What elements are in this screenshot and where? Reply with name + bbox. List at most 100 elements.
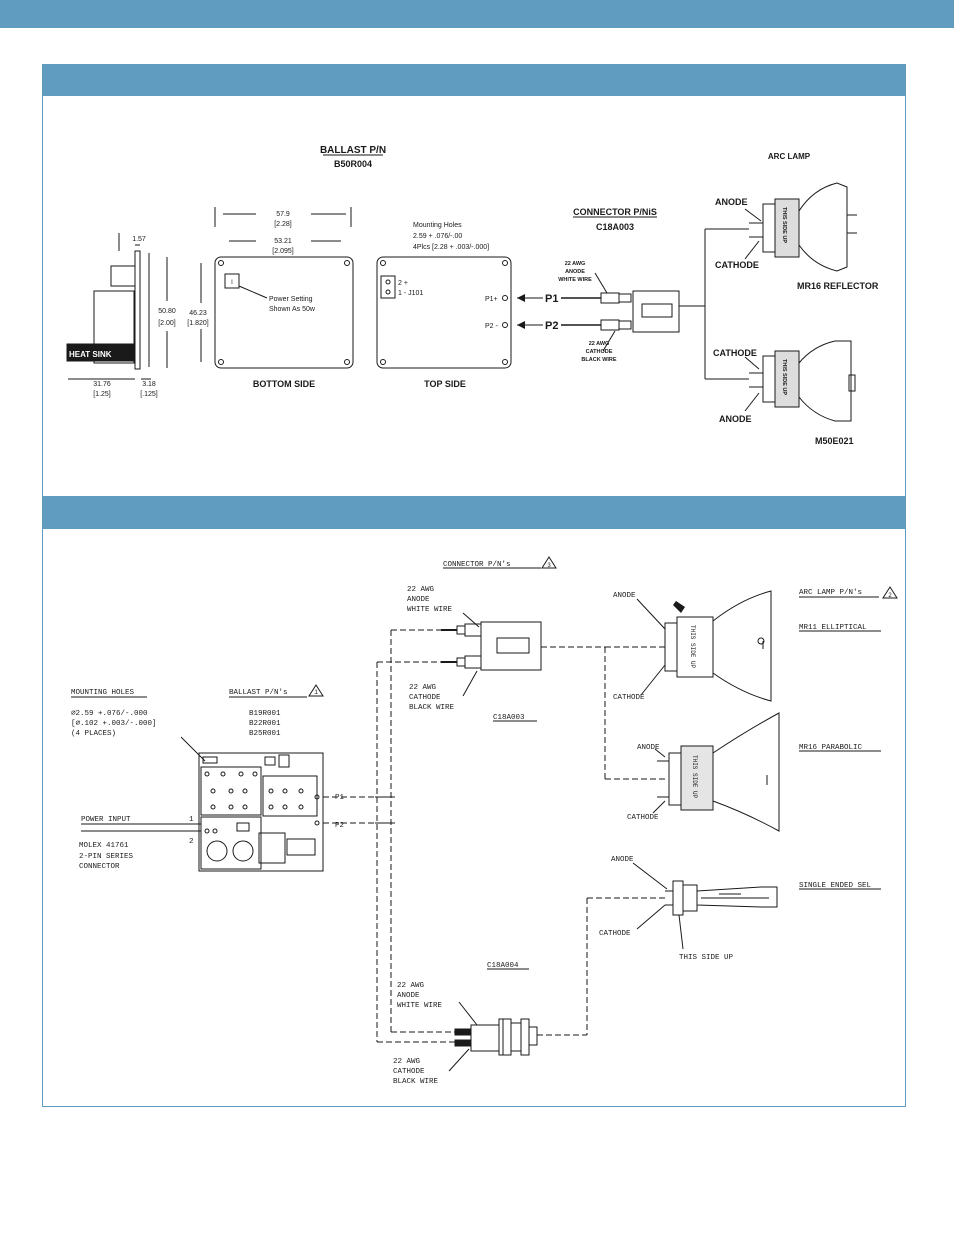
p1-label: P1 (545, 293, 558, 305)
single-this-side-up: THIS SIDE UP (679, 954, 734, 962)
black-wire-label: BLACK WIRE (581, 357, 616, 363)
white-wire-label: WHITE WIRE (558, 277, 592, 283)
top-side-label: TOP SIDE (424, 379, 466, 389)
connector-c18a003 (441, 621, 542, 671)
mr11-cathode-label: CATHODE (613, 694, 645, 702)
dim-width-inner: 53.21 (274, 238, 292, 245)
connector-c18a004 (454, 1018, 538, 1056)
mounting-holes-line-2: 2.59 + .076/-.00 (413, 233, 462, 240)
connector-pn: C18A003 (596, 222, 634, 232)
ballast-b50r004-diagram: BALLAST P/N B50R004 ARC LAMP CONNECTOR P… (66, 145, 879, 446)
m50-anode-label: ANODE (719, 414, 752, 424)
mr16-reflector-lamp (744, 182, 857, 272)
power-setting-box (224, 273, 240, 289)
c18a004-label: C18A004 (487, 962, 519, 970)
ballast-title: BALLAST P/N (320, 145, 386, 156)
connector-title: CONNECTOR P/NiS (573, 207, 657, 217)
power-setting-line-2: Shown As 50w (269, 306, 316, 313)
white-wire-awg: 22 AWG (565, 261, 586, 267)
ballast-pn-1: B19R001 (249, 710, 281, 718)
c18a004-white-label: WHITE WIRE (397, 1002, 443, 1010)
dim-plate-in: [.125] (140, 391, 158, 398)
ballast-board (198, 752, 324, 872)
ballast-pn-3: B25R001 (249, 730, 281, 738)
connector-pns-title: CONNECTOR P/N's (443, 561, 511, 569)
heat-sink-label: HEAT SINK (69, 350, 112, 359)
dim-height-outer: 50.80 (158, 308, 176, 315)
dim-width-inner-in: [2.095] (272, 248, 293, 255)
white-wire-anode: ANODE (565, 269, 585, 275)
dim-thickness: 1.57 (132, 236, 146, 243)
molex-line-1: MOLEX 41761 (79, 842, 129, 850)
mounting-holes-title: MOUNTING HOLES (71, 689, 135, 697)
m50e021-label: M50E021 (815, 436, 854, 446)
p2-label: P2 (335, 822, 344, 830)
heat-sink-base (66, 343, 136, 362)
side-plate (134, 250, 141, 370)
mr16-reflector-label: MR16 REFLECTOR (797, 281, 879, 291)
dim-depth: 31.76 (93, 381, 111, 388)
power-setting-line-1: Power Setting (269, 296, 313, 303)
arc-lamp-note-number: 2 (888, 592, 892, 599)
connector-c18a003 (632, 290, 680, 333)
ballast-pn-2: B22R001 (249, 720, 281, 728)
mr16-this-side-up: THIS SIDE UP (691, 755, 698, 799)
mr16-anode-label: ANODE (715, 197, 748, 207)
black-wire-awg: 22 AWG (589, 341, 610, 347)
ballast-note-number: 1 (314, 689, 318, 696)
ballast-pn: B50R004 (334, 159, 372, 169)
arc-lamp-pns-title: ARC LAMP P/N's (799, 589, 862, 597)
mr16-this-side-up: THIS SIDE UP (781, 207, 787, 243)
white-wire-anode: ANODE (407, 596, 430, 604)
c18a004-white-awg: 22 AWG (397, 982, 425, 990)
m50-cathode-label: CATHODE (713, 348, 757, 358)
black-wire-cathode: CATHODE (586, 349, 613, 355)
white-wire-awg: 22 AWG (407, 586, 435, 594)
power-pin-1: 1 (189, 816, 194, 824)
molex-line-3: CONNECTOR (79, 863, 120, 871)
m50-this-side-up: THIS SIDE UP (781, 359, 787, 395)
dim-height-inner-in: [1.820] (187, 320, 208, 327)
c18a004-black-label: BLACK WIRE (393, 1078, 439, 1086)
mr11-elliptical-label: MR11 ELLIPTICAL (799, 624, 867, 632)
heat-sink-fin (110, 265, 136, 287)
power-pin-2: 2 (189, 838, 194, 846)
mounting-holes-line-1: Mounting Holes (413, 222, 462, 229)
j101-pin-1: 1 - J101 (398, 290, 423, 297)
mounting-holes-line-1: ∅2.59 +.076/-.000 (71, 710, 148, 718)
dim-width-outer-in: [2.28] (274, 221, 292, 228)
dim-depth-in: [1.25] (93, 391, 111, 398)
panel-header (43, 498, 905, 529)
c18a004-black-awg: 22 AWG (393, 1058, 421, 1066)
white-wire-label: WHITE WIRE (407, 606, 453, 614)
ballast-pns-title: BALLAST P/N's (229, 689, 288, 697)
p2-label: P2 (545, 320, 558, 332)
p2-arrow-icon (517, 321, 525, 329)
p1-label: P1 (335, 794, 345, 802)
m50e021-lamp (744, 340, 856, 422)
top-color-band (0, 0, 954, 28)
dim-height-inner: 46.23 (189, 310, 207, 317)
c18a003-label: C18A003 (493, 714, 525, 722)
dim-plate: 3.18 (142, 381, 156, 388)
black-wire-label: BLACK WIRE (409, 704, 455, 712)
ballast-wiring-panel: CONNECTOR P/N's 3 ARC LAMP P/N's 2 MR11 … (42, 497, 906, 1107)
mr16-parabolic-lamp (652, 712, 780, 832)
ballast-diagram-panel: BALLAST P/N B50R004 ARC LAMP CONNECTOR P… (42, 64, 906, 497)
ballast-wiring-diagram: CONNECTOR P/N's 3 ARC LAMP P/N's 2 MR11 … (71, 556, 898, 1086)
power-box-label: I (231, 280, 233, 286)
mr16-cathode-label: CATHODE (715, 260, 759, 270)
c18a004-white-anode: ANODE (397, 992, 420, 1000)
p1-pin-label: P1+ (485, 296, 498, 303)
molex-line-2: 2-PIN SERIES (79, 853, 134, 861)
p1-arrow-icon (517, 294, 525, 302)
mr11-elliptical-lamp (636, 590, 772, 702)
single-cathode-label: CATHODE (599, 930, 631, 938)
j101-connector (380, 275, 396, 299)
arc-lamp-label: ARC LAMP (768, 152, 811, 161)
ballast-bottom-board (214, 256, 354, 369)
single-ended-lamp (632, 862, 778, 950)
dim-width-outer: 57.9 (276, 211, 290, 218)
heat-sink-body (93, 290, 135, 364)
panel-header (43, 65, 905, 96)
